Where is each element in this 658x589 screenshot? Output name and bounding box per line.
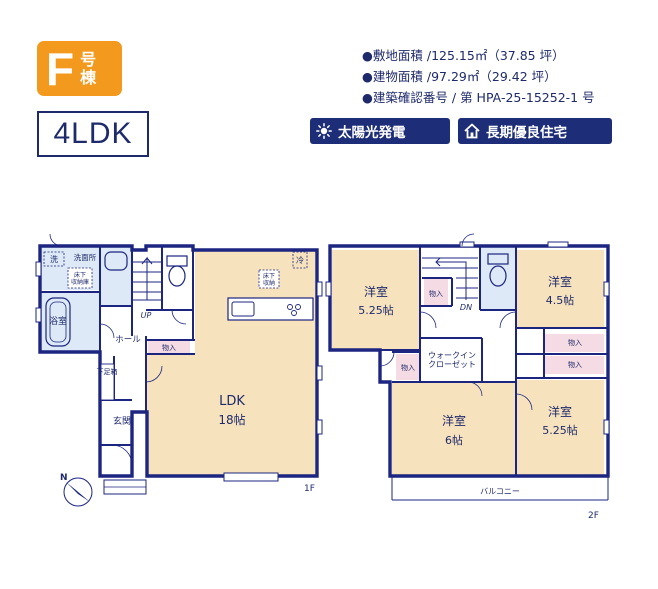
feature-long-life-label: 長期優良住宅 xyxy=(486,125,567,141)
bath-label: 浴室 xyxy=(49,315,67,327)
ldk-label: LDK xyxy=(219,394,245,409)
spec-list: ●敷地面積 /125.15㎡（37.85 坪） ●建物面積 /97.29㎡（29… xyxy=(362,45,595,108)
floor-storage-label-left: 床下収納庫 xyxy=(71,271,89,286)
room-a-label: 洋室 xyxy=(364,284,388,299)
room-a-size: 5.25帖 xyxy=(358,304,394,317)
svg-text:N: N xyxy=(60,473,68,483)
shoe-box-label: 下足箱 xyxy=(97,367,118,376)
north-arrow-icon: N xyxy=(60,473,93,507)
fridge-label: 冷 xyxy=(296,255,304,265)
spec-permit-number: ●建築確認番号 / 第 HPA-25-15252-1 号 xyxy=(362,90,595,105)
unit-letter: F xyxy=(46,42,75,95)
spec-building-area: ●建物面積 /97.29㎡（29.42 坪） xyxy=(362,69,557,84)
second-floor: 洋室 5.25帖 洋室 4.5帖 洋室 6帖 洋室 5.25帖 ウォークインクロ… xyxy=(325,233,610,521)
ldk-size: 18帖 xyxy=(218,412,245,427)
room-c-size: 6帖 xyxy=(445,434,463,447)
room-b-label: 洋室 xyxy=(548,274,572,289)
storage-label-d: 物入 xyxy=(568,360,582,369)
room-c-label: 洋室 xyxy=(442,413,466,428)
house-icon xyxy=(464,123,480,139)
laundry-label: 洗 xyxy=(50,254,58,264)
floor-storage-label-kitchen: 床下収納 xyxy=(263,272,275,287)
room-d-size: 5.25帖 xyxy=(542,424,578,437)
storage-label-b: 物入 xyxy=(568,338,582,347)
storage-label-hall: 物入 xyxy=(401,363,415,372)
sun-icon xyxy=(316,123,332,139)
feature-long-life-housing: 長期優良住宅 xyxy=(458,118,612,144)
hall-label: ホール xyxy=(115,335,141,345)
first-floor: LDK 18帖 浴室 洗面所 洗 床下収納庫 床下収納 冷 ホール 玄関 下足箱… xyxy=(35,233,323,495)
layout-type: 4LDK xyxy=(37,111,149,157)
floor-1f-label: 1F xyxy=(304,484,315,494)
storage-label-stair: 物入 xyxy=(429,289,443,298)
washroom-label: 洗面所 xyxy=(74,252,97,262)
stairs-down-label: DN xyxy=(460,303,472,312)
unit-suffix: 号棟 xyxy=(80,49,97,87)
room-b-size: 4.5帖 xyxy=(546,294,575,307)
walk-in-closet-label: ウォークインクローゼット xyxy=(428,351,476,369)
spec-site-area: ●敷地面積 /125.15㎡（37.85 坪） xyxy=(362,48,565,63)
storage-label-1f: 物入 xyxy=(162,343,176,352)
floor-2f-label: 2F xyxy=(588,511,599,521)
feature-solar: 太陽光発電 xyxy=(310,118,450,144)
feature-solar-label: 太陽光発電 xyxy=(338,125,406,141)
stairs-up-label: UP xyxy=(141,311,152,320)
balcony-label: バルコニー xyxy=(480,487,520,496)
unit-badge: F 号棟 xyxy=(37,41,122,96)
entrance-label: 玄関 xyxy=(113,415,131,427)
room-d-label: 洋室 xyxy=(548,404,572,419)
